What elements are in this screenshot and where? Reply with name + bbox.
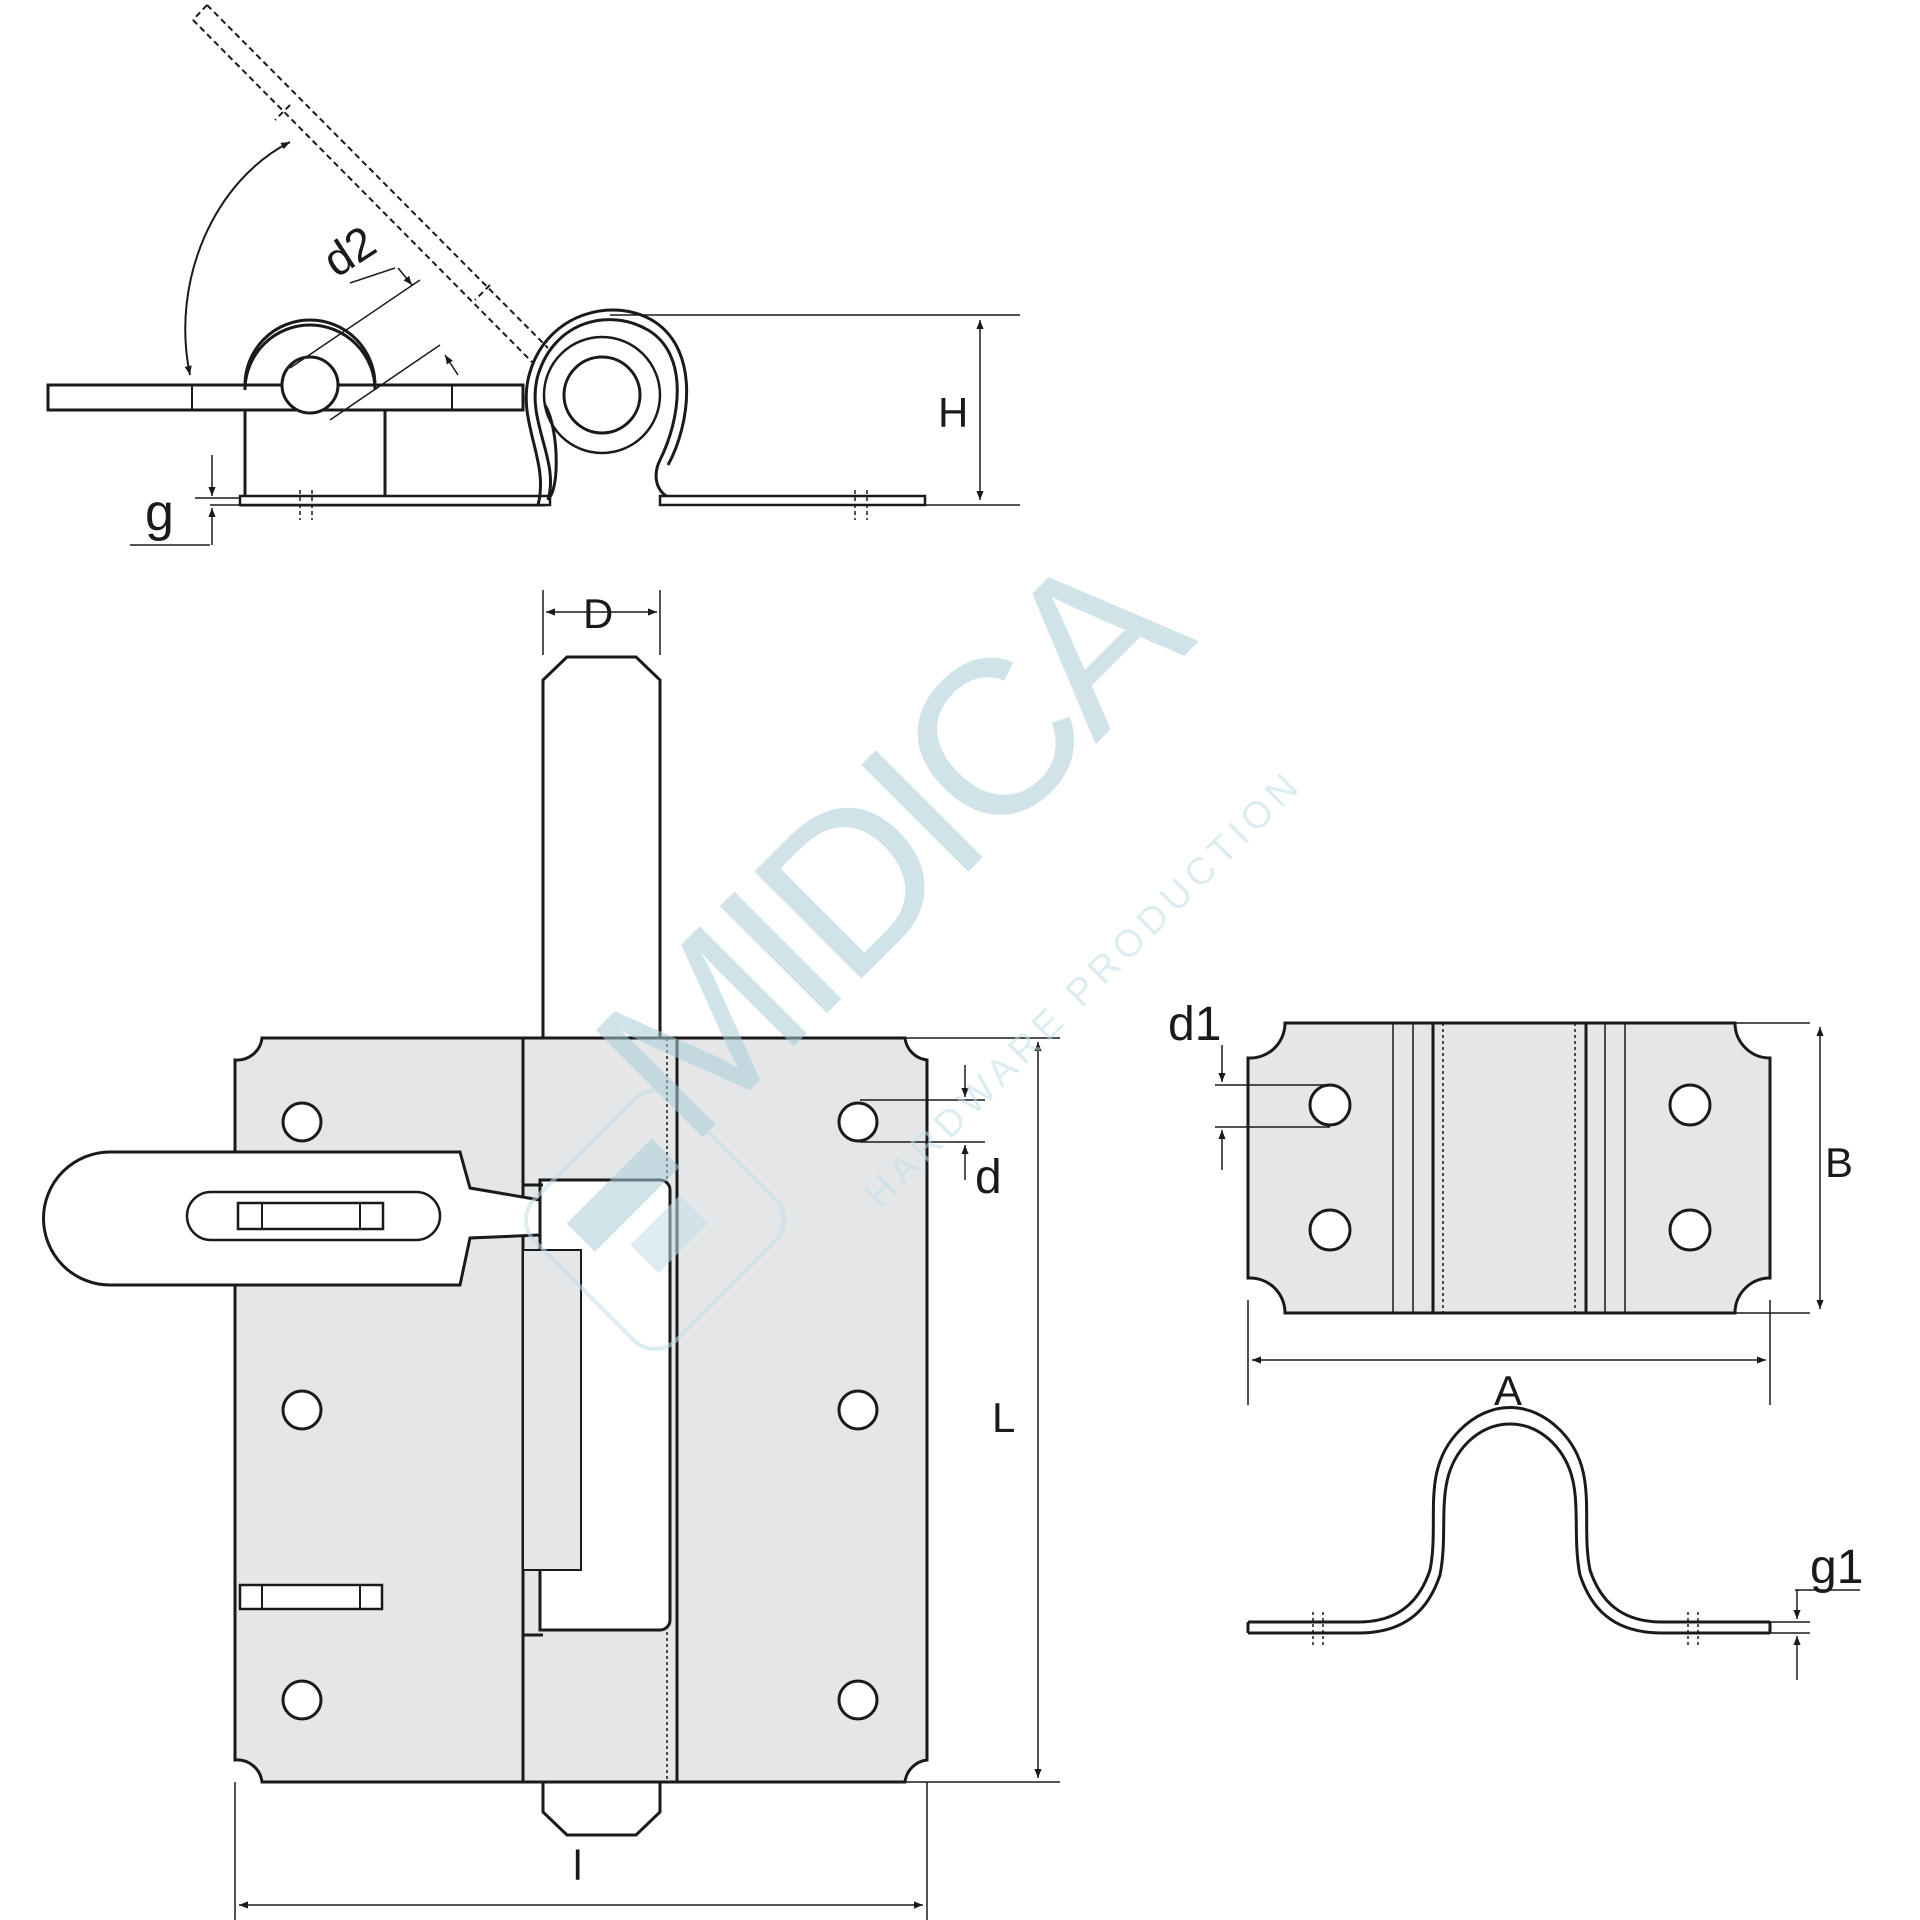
front-view-dimensions — [234, 590, 1060, 1920]
staple-hole — [1308, 1208, 1352, 1252]
staple-plan-view — [1246, 1021, 1772, 1315]
mount-hole — [837, 1679, 879, 1721]
hinge-curl-side — [533, 318, 925, 502]
mount-hole — [281, 1101, 323, 1143]
staple-plate-plan — [1246, 1021, 1772, 1315]
staple-hole — [1308, 1083, 1352, 1127]
staple-side-dimensions — [1770, 1589, 1860, 1680]
side-view — [46, 4, 927, 520]
mount-hole — [837, 1389, 879, 1431]
hinge-pin-side — [562, 355, 642, 435]
hinge-pin-bottom — [541, 1780, 662, 1837]
dim-label-H: H — [938, 389, 968, 436]
guide-bracket-lower — [238, 1583, 384, 1611]
dim-label-d: d — [975, 1151, 1002, 1204]
side-view-dimensions — [130, 267, 1020, 546]
base-plate-side — [240, 404, 558, 507]
mount-hole — [281, 1389, 323, 1431]
staple-pin-hole — [280, 355, 340, 415]
dim-label-d2: d2 — [314, 215, 385, 286]
mount-hole — [837, 1101, 879, 1143]
staple-plan-dimensions — [1215, 1022, 1824, 1405]
dim-label-B: B — [1825, 1139, 1853, 1186]
hasp-open-position-dashed — [192, 4, 549, 363]
front-view — [42, 655, 929, 1837]
staple-hole — [1668, 1208, 1712, 1252]
hinge-pin-top — [541, 655, 662, 1040]
dim-label-D: D — [583, 590, 613, 637]
staple-profile-outer — [1248, 1406, 1770, 1624]
watermark-logo-icon — [524, 1089, 786, 1351]
dim-label-g1: g1 — [1810, 1541, 1863, 1594]
guide-bracket-upper — [236, 1201, 385, 1231]
staple-hole — [1668, 1083, 1712, 1127]
staple-plate-front — [522, 1249, 582, 1571]
dim-label-L: L — [992, 1394, 1015, 1441]
mount-hole — [281, 1679, 323, 1721]
dim-label-g: g — [145, 484, 174, 542]
dim-label-d1: d1 — [1168, 998, 1221, 1051]
opening-angle-arc — [184, 141, 291, 376]
staple-side-view — [1246, 1406, 1772, 1645]
dim-label-l: l — [573, 1842, 582, 1889]
staple-profile-inner — [1248, 1422, 1770, 1635]
